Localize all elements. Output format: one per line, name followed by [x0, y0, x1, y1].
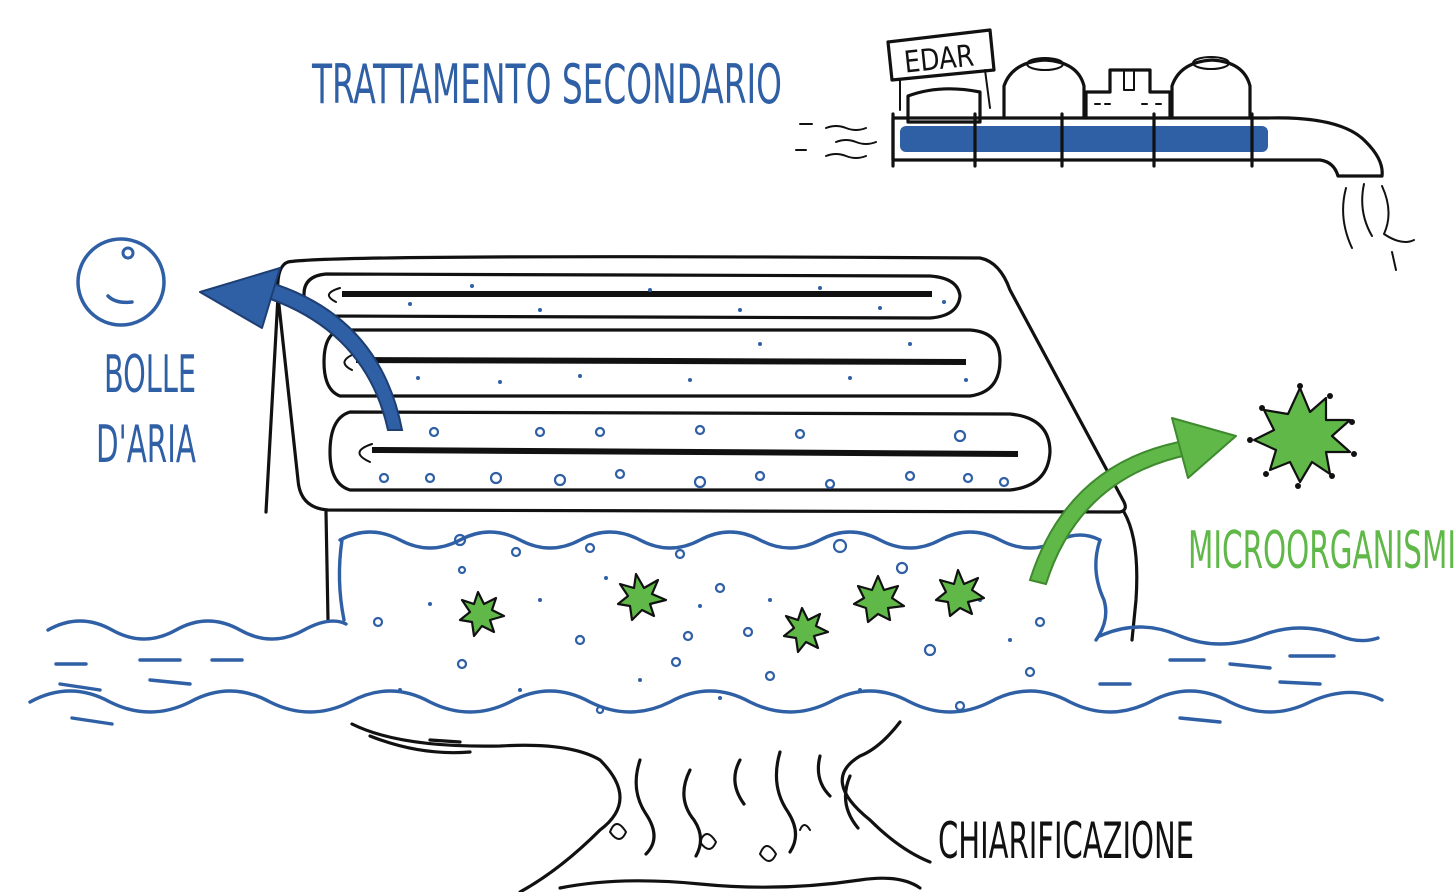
air-out-arrow [199, 267, 404, 431]
treatment-plant-icon: EDAR [795, 28, 1415, 271]
clarification-label: CHIARIFICAZIONE [938, 812, 1194, 870]
clarification-drain [350, 720, 932, 892]
aeration-tank [264, 255, 1139, 642]
microorganisms-in-water [458, 568, 986, 654]
plant-sign: EDAR [902, 38, 975, 80]
diagram-title: TRATTAMENTO SECONDARIO [311, 53, 782, 116]
microorganism-icon [1247, 383, 1357, 489]
microorganisms-arrow [1028, 417, 1237, 586]
tank-bubbles [378, 284, 1010, 490]
air-bubble-icon [76, 237, 166, 327]
air-bubbles-label-line1: BOLLE [104, 345, 196, 405]
microorganisms-label: MICROORGANISMI [1188, 521, 1456, 581]
water-body [28, 530, 1384, 726]
air-bubbles-label-line2: D'ARIA [96, 415, 196, 475]
